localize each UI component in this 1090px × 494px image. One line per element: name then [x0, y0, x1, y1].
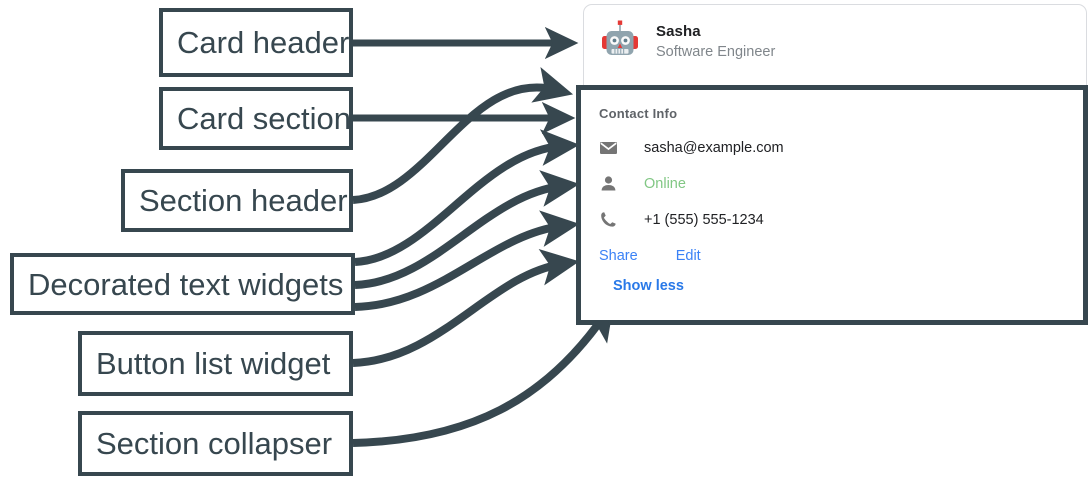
annotation-label: Card header	[177, 25, 350, 60]
person-icon	[599, 174, 618, 193]
arrow-decorated-phone	[354, 210, 580, 311]
annotation-label: Section collapser	[96, 426, 333, 461]
arrow-button-list	[352, 248, 580, 367]
arrow-section-collapser	[352, 301, 615, 447]
button-list-widget: Share Edit	[599, 248, 1083, 264]
card-header-subtitle: Software Engineer	[656, 43, 776, 60]
phone-icon	[599, 210, 618, 229]
section-header-label: Contact Info	[599, 106, 678, 121]
annotation-label: Card section	[177, 101, 352, 136]
phone-value: +1 (555) 555-1234	[644, 211, 764, 228]
annotation-section-header: Section header	[121, 169, 353, 232]
annotation-section-collapser: Section collapser	[78, 411, 353, 476]
decorated-text-row-status: Online	[599, 174, 1083, 193]
arrow-decorated-status	[354, 170, 580, 289]
email-value: sasha@example.com	[644, 139, 784, 156]
section-collapser-button[interactable]: Show less	[613, 278, 684, 294]
status-value: Online	[644, 175, 686, 192]
card-header: Sasha Software Engineer	[584, 5, 1086, 77]
decorated-text-row-phone: +1 (555) 555-1234	[599, 210, 1083, 229]
robot-avatar-icon	[598, 19, 642, 63]
annotation-label: Decorated text widgets	[28, 266, 344, 302]
arrow-decorated-email	[354, 129, 580, 266]
annotation-button-list-widget: Button list widget	[78, 331, 353, 396]
edit-button[interactable]: Edit	[675, 248, 701, 264]
card-section-contact-info: Contact Info sasha@example.com Online	[576, 85, 1088, 325]
annotation-card-section: Card section	[159, 87, 353, 150]
annotation-decorated-text-widgets: Decorated text widgets	[10, 253, 355, 315]
envelope-icon	[599, 138, 618, 157]
decorated-text-row-email: sasha@example.com	[599, 138, 1083, 157]
card-header-title: Sasha	[656, 22, 701, 40]
share-button[interactable]: Share	[599, 248, 638, 264]
annotation-card-header: Card header	[159, 8, 353, 77]
annotation-label: Section header	[139, 183, 348, 218]
annotation-label: Button list widget	[96, 346, 331, 381]
arrow-section-header	[352, 67, 574, 204]
